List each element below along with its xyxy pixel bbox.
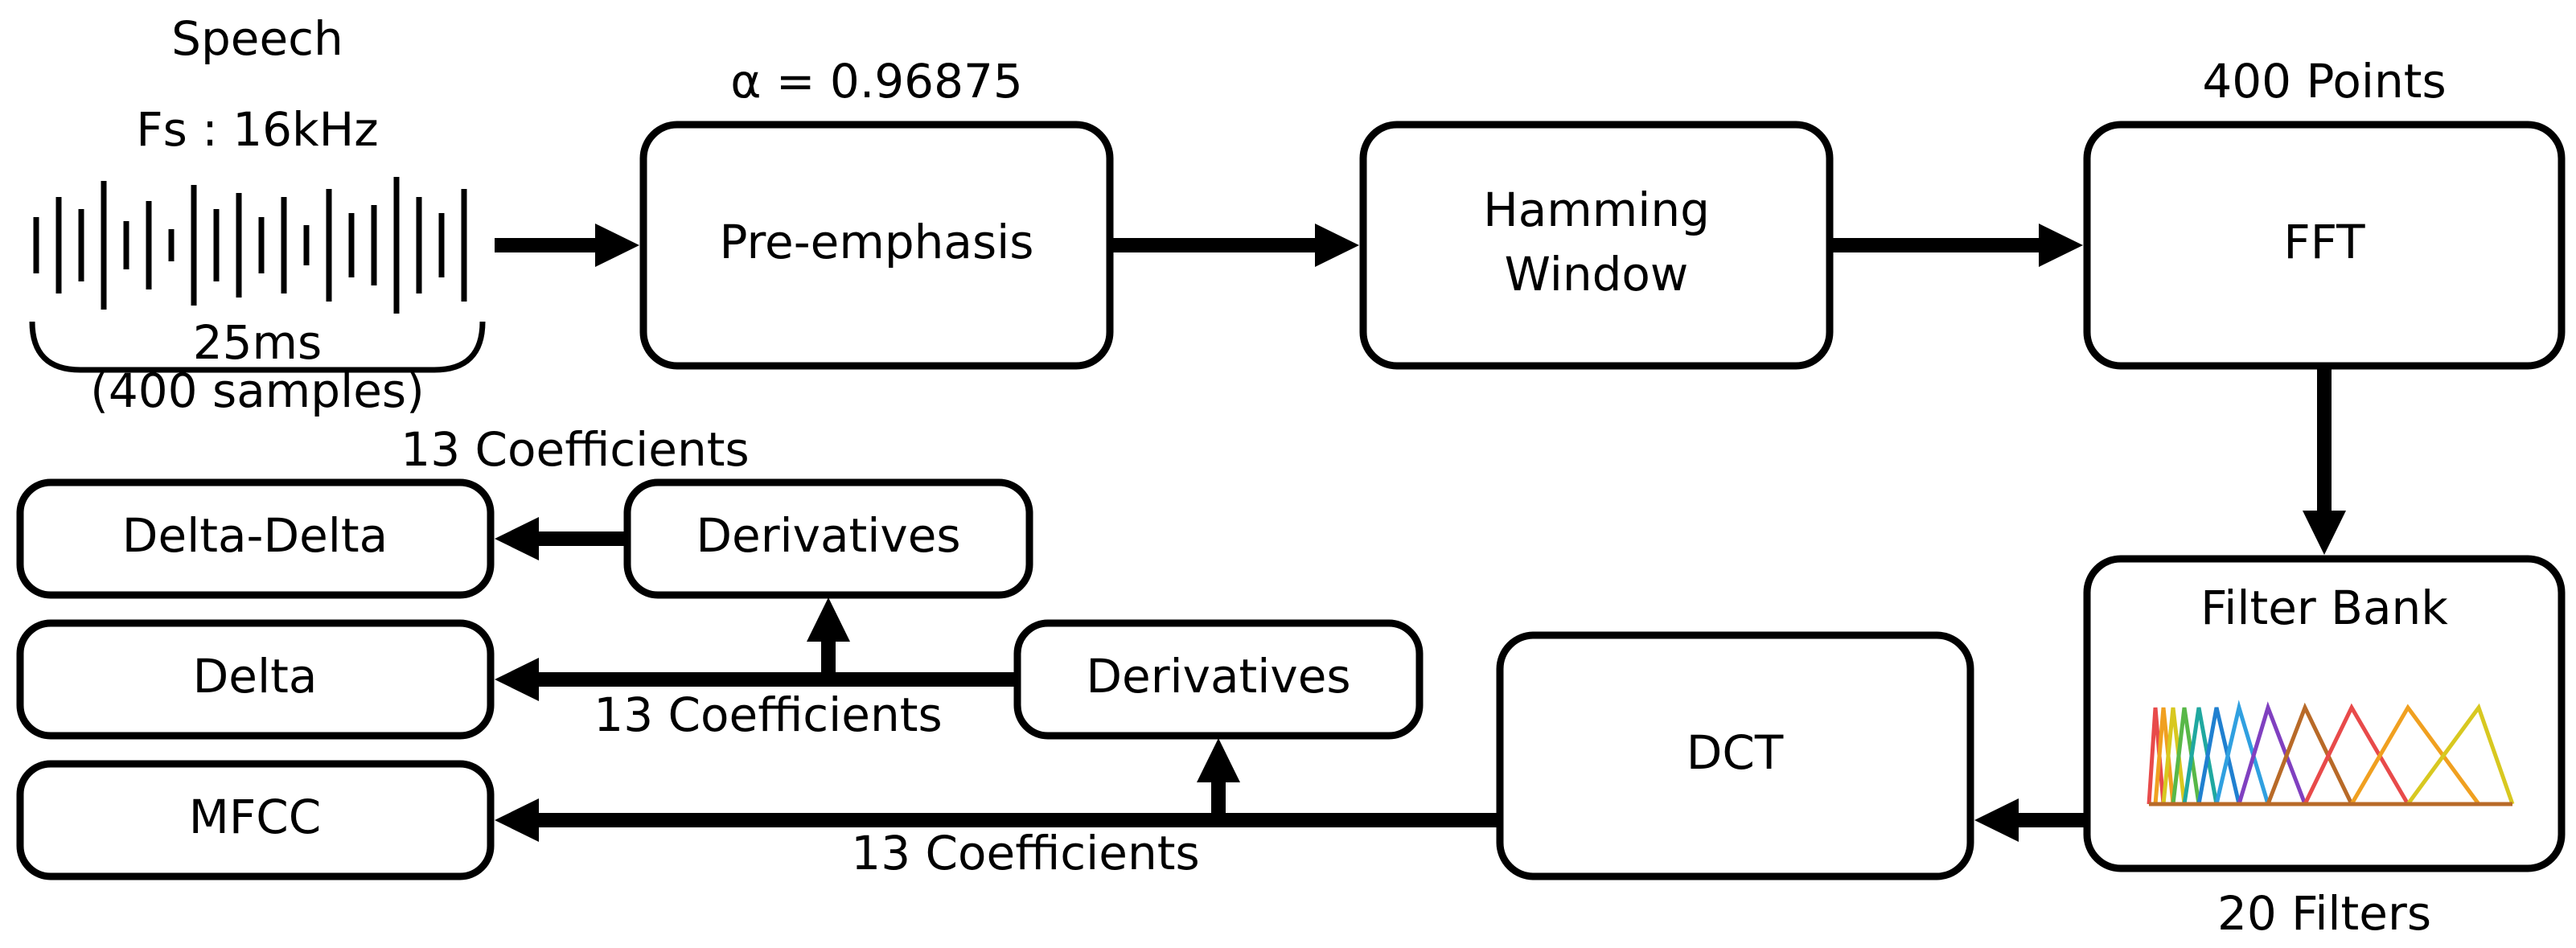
num-filters-label: 20 Filters	[2217, 886, 2431, 941]
dct-block	[1496, 631, 1974, 880]
mel-filter-triangle	[2196, 707, 2241, 805]
pre-emphasis-label: Pre-emphasis	[720, 215, 1034, 269]
mel-filter-triangle	[2161, 707, 2187, 805]
mel-filter-triangle	[2349, 704, 2481, 806]
mfcc-block	[16, 760, 495, 880]
mel-filter-triangle	[2171, 707, 2201, 805]
arrowhead-delta-delta	[495, 517, 539, 560]
hamming-label-line2: Window	[1505, 247, 1689, 302]
arrowhead-mfcc	[495, 798, 539, 842]
mel-filter-triangle	[2405, 703, 2515, 806]
delta-delta-block	[16, 478, 495, 599]
arrowhead-fft	[2039, 224, 2083, 267]
speech-label: Speech	[171, 11, 343, 66]
mel-filter-triangle	[2153, 707, 2175, 805]
derivatives-top-label: Derivatives	[696, 508, 960, 563]
arrowhead-preemphasis	[595, 224, 639, 267]
delta-delta-label: Delta-Delta	[122, 508, 388, 563]
frame-bracket	[29, 321, 486, 373]
frame-length-label: 25ms	[193, 315, 323, 370]
arrowhead-dct	[1974, 798, 2019, 842]
mel-filter-triangle	[2266, 702, 2354, 806]
derivatives-mid-label: Derivatives	[1086, 649, 1350, 704]
mfcc-label: MFCC	[189, 790, 321, 844]
mel-filter-triangles-icon	[2147, 700, 2515, 806]
arrowhead-derivatives-top	[807, 597, 850, 642]
delta-label: Delta	[193, 649, 318, 704]
sample-rate-label: Fs : 16kHz	[136, 102, 378, 157]
coefficients-top-label: 13 Coefficients	[401, 422, 749, 477]
fft-label: FFT	[2283, 215, 2365, 269]
arrowhead-derivatives-mid	[1197, 738, 1240, 782]
hamming-label-line1: Hamming	[1483, 183, 1710, 237]
frame-samples-label: (400 samples)	[90, 363, 425, 418]
mel-filter-triangle	[2303, 703, 2410, 806]
coefficients-bottom-label: 13 Coefficients	[851, 826, 1199, 880]
filter-bank-block	[2083, 555, 2566, 872]
coefficients-mid-label: 13 Coefficients	[594, 687, 942, 742]
mel-filter-triangle	[2147, 707, 2166, 805]
mel-filter-triangle	[2182, 707, 2219, 805]
speech-waveform-icon	[33, 177, 467, 314]
hamming-window-block	[1359, 121, 1834, 370]
arrowhead-hamming	[1315, 224, 1359, 267]
mel-filter-triangle	[2237, 701, 2307, 805]
arrowhead-filterbank	[2303, 511, 2346, 555]
delta-block	[16, 619, 495, 740]
dct-label: DCT	[1687, 725, 1784, 780]
arrowhead-delta	[495, 658, 539, 701]
alpha-label: α = 0.96875	[730, 54, 1023, 109]
fft-points-label: 400 Points	[2202, 54, 2446, 109]
mel-filter-triangle	[2214, 700, 2270, 805]
filter-bank-label: Filter Bank	[2200, 581, 2448, 635]
